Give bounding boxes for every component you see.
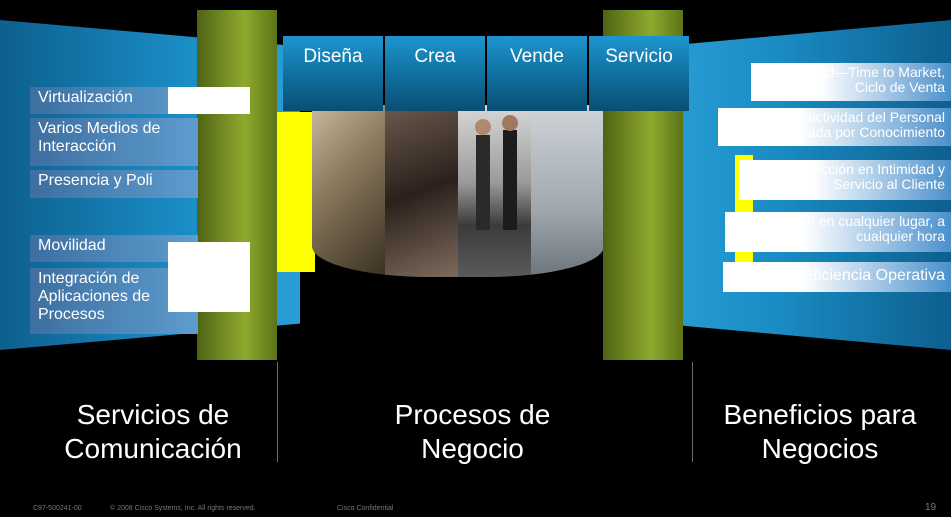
right-item-label: Productividad del Personal Motivada por … [774,109,945,140]
divider-left [277,362,278,462]
service-photo [531,105,604,277]
right-item-label: Perfección en Intimidad y Servicio al Cl… [787,161,945,192]
design-photo [312,105,385,277]
tab-vende: Vende [487,36,587,111]
left-item-white-block [168,87,250,114]
heading-procesos-text: Procesos de Negocio [394,399,551,464]
tab-disena: Diseña [283,36,383,111]
right-item-eficiencia: Eficiencia Operativa [723,262,951,292]
right-item-label: Velocidad—Time to Market, Ciclo de Venta [773,64,945,95]
right-item-label: Eficiencia Operativa [802,267,945,284]
tab-servicio-label: Servicio [605,46,673,67]
left-item-medios: Varios Medios de Interacción [30,118,198,166]
left-item-label: Integración de Aplicaciones de Procesos [38,270,151,323]
divider-right [692,362,693,462]
footer-confidential: Cisco Confidential [337,505,394,512]
handshake-figures [475,115,518,230]
heading-procesos: Procesos de Negocio [370,398,575,466]
left-item-presencia: Presencia y Poli [30,170,198,198]
left-item-label: Movilidad [38,237,106,254]
footer-doc-id: C97-500241-00 [33,505,82,512]
right-item-label: Colaboración en cualquier lugar, a cualq… [732,213,945,244]
left-item-label: Presencia y Poli [38,172,153,189]
process-photo-strip [312,105,604,277]
left-item-label: Varios Medios de Interacción [38,120,161,155]
sell-photo [458,105,531,277]
right-item-productividad: Productividad del Personal Motivada por … [718,108,951,146]
tab-crea: Crea [385,36,485,111]
heading-beneficios-text: Beneficios para Negocios [723,399,917,464]
tab-servicio: Servicio [589,36,689,111]
yellow-accent-left [275,112,315,272]
right-item-colaboracion: Colaboración en cualquier lugar, a cualq… [725,212,951,252]
tab-vende-label: Vende [510,46,564,67]
page-number: 19 [925,502,937,513]
left-item-white-block-2 [168,242,250,312]
tab-crea-label: Crea [414,46,456,67]
right-item-perfeccion: Perfección en Intimidad y Servicio al Cl… [739,160,951,200]
tab-disena-label: Diseña [303,46,363,67]
heading-beneficios: Beneficios para Negocios [715,398,925,466]
left-item-label: Virtualización [38,89,133,106]
create-photo [385,105,458,277]
heading-servicios-text: Servicios de Comunicación [64,399,242,464]
heading-servicios: Servicios de Comunicación [38,398,268,466]
right-item-velocidad: Velocidad—Time to Market, Ciclo de Venta [751,63,951,101]
footer-copyright: © 2008 Cisco Systems, Inc. All rights re… [110,505,256,512]
